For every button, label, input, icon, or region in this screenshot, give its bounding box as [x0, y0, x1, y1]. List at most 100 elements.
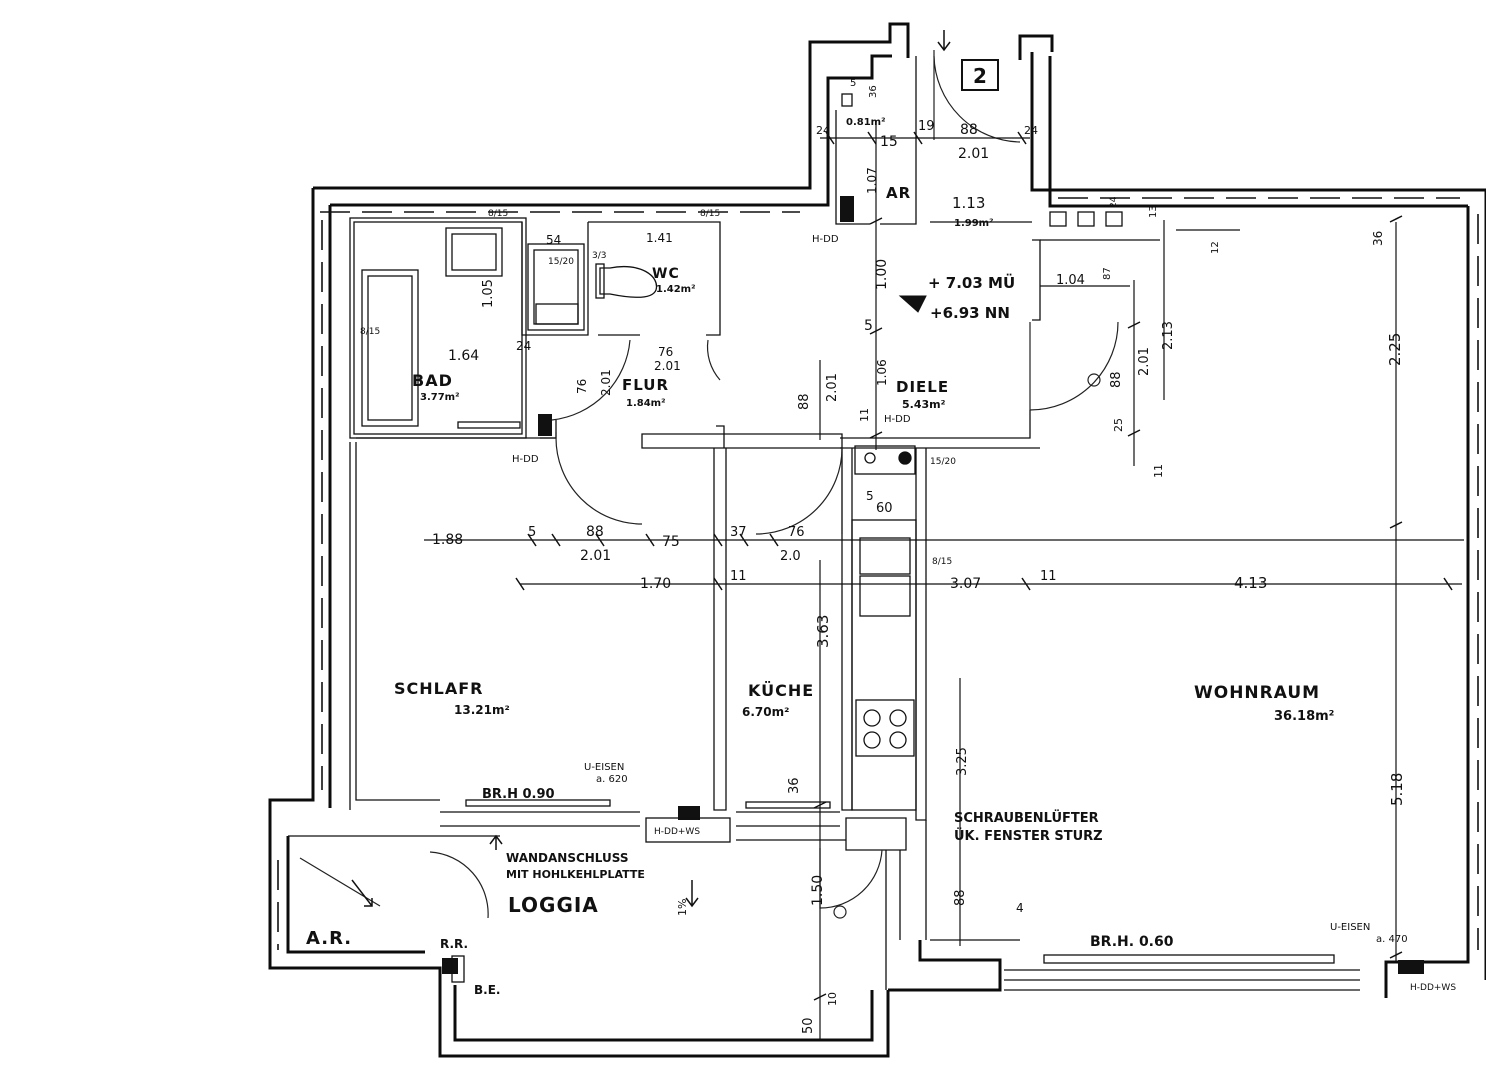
- dim-36-right: 36: [1371, 231, 1385, 246]
- dim-11-w: 11: [1040, 569, 1057, 584]
- dim-3-07: 3.07: [950, 576, 981, 592]
- note-be: B.E.: [474, 983, 500, 997]
- dim-2-01-flur: 2.01: [599, 369, 613, 396]
- note-section-815-2: 8/15: [700, 209, 720, 219]
- inner-walls: [288, 56, 1360, 991]
- dim-11-diele: 11: [858, 408, 871, 422]
- room-name-kueche: KÜCHE: [748, 681, 814, 700]
- note-hdd-ws-2: H-DD+WS: [1410, 983, 1456, 993]
- dim-1-64: 1.64: [448, 348, 479, 364]
- level-lower: +6.93 NN: [930, 304, 1010, 322]
- room-area-schlafr: 13.21m²: [454, 703, 510, 717]
- room-area-kueche: 6.70m²: [742, 705, 789, 719]
- note-hdd-ws-1: H-DD+WS: [654, 827, 700, 837]
- dim-4: 4: [1016, 901, 1024, 915]
- note-section-815-3: 8/15: [360, 327, 380, 337]
- dim-2-01-diele: 2.01: [825, 373, 840, 402]
- dim-1-41: 1.41: [646, 231, 673, 245]
- room-name-wohnraum: WOHNRAUM: [1194, 683, 1320, 703]
- dim-88-row: 88: [586, 524, 604, 540]
- dim-25: 25: [1112, 418, 1125, 432]
- dim-76a: 76: [575, 379, 589, 394]
- dimension-labels: 2.01 88 15 19 24 24 36 5 1.07 1.13 1.00 …: [432, 78, 1406, 1034]
- dim-36-kue: 36: [787, 777, 802, 794]
- note-br-h-wohn: BR.H. 0.60: [1090, 934, 1174, 950]
- dim-88-right: 88: [1109, 371, 1124, 388]
- dim-1-50: 1.50: [810, 875, 826, 906]
- dim-76b: 76: [658, 345, 673, 359]
- room-area-ar-top: 1.99m²: [954, 218, 993, 229]
- room-labels: 2 BAD 3.77m² FLUR 1.84m² WC 1.42m² DIELE…: [306, 59, 1334, 949]
- dim-24b: 24: [1024, 124, 1038, 137]
- fixtures: [361, 93, 1123, 983]
- outer-walls: [268, 22, 1486, 1058]
- dim-5-mid: 5: [864, 318, 873, 334]
- dim-75: 75: [662, 534, 680, 550]
- dim-15-top: 15: [880, 134, 898, 150]
- note-u-eisen-2-val: a. 470: [1376, 934, 1408, 945]
- dim-24a: 24: [816, 124, 830, 137]
- dim-76-row: 76: [788, 525, 805, 540]
- room-area-bad: 3.77m²: [420, 392, 459, 403]
- note-rr: R.R.: [440, 937, 468, 951]
- note-hdd-3: H-DD: [884, 414, 911, 425]
- note-section-1520-1: 15/20: [548, 257, 574, 267]
- dim-5-kitch: 5: [866, 489, 874, 503]
- note-hohlkehlplatte: MIT HOHLKEHLPLATTE: [506, 868, 645, 881]
- dim-1-88: 1.88: [432, 532, 463, 548]
- dim-4-13: 4.13: [1234, 574, 1267, 592]
- door-swings: [299, 50, 1119, 919]
- dim-2-13: 2.13: [1161, 321, 1176, 350]
- dim-60: 60: [876, 501, 893, 516]
- dim-87: 87: [1102, 267, 1113, 280]
- dim-37: 37: [730, 525, 747, 540]
- dim-1-05-bad: 1.05: [481, 279, 496, 308]
- dim-24-right: 24: [1109, 196, 1119, 208]
- dim-12: 12: [1210, 241, 1221, 254]
- dim-88-bottom: 88: [953, 889, 968, 906]
- dim-5-top: 5: [850, 78, 856, 89]
- dim-1-07: 1.07: [865, 167, 879, 194]
- dim-1-06: 1.06: [875, 359, 889, 386]
- note-u-eisen-1: U-EISEN: [584, 762, 624, 773]
- window-sills: [457, 421, 1335, 964]
- dim-88-diele: 88: [797, 393, 812, 410]
- room-name-diele: DIELE: [896, 378, 949, 396]
- dim-2-0: 2.0: [780, 549, 801, 564]
- room-name-flur: FLUR: [622, 376, 669, 394]
- dim-1-00: 1.00: [874, 259, 890, 290]
- note-br-h-schlafr: BR.H 0.90: [482, 787, 555, 802]
- room-area-flur: 1.84m²: [626, 398, 665, 409]
- dim-3-63: 3.63: [814, 615, 832, 648]
- dim-2-01-row: 2.01: [580, 548, 611, 564]
- dim-10: 10: [826, 992, 839, 1006]
- window-lines: [277, 197, 1479, 950]
- dim-2-01-right: 2.01: [1137, 347, 1152, 376]
- level-upper: + 7.03 MÜ: [928, 273, 1015, 292]
- note-wandanschluss: WANDANSCHLUSS: [506, 851, 629, 865]
- note-hdd-2: H-DD: [512, 454, 539, 465]
- dim-11-row: 11: [730, 569, 747, 584]
- dim-5-18: 5.18: [1388, 773, 1406, 806]
- note-section-1520-2: 15/20: [930, 457, 956, 467]
- arrow-marks: [351, 30, 951, 908]
- dim-5-row: 5: [528, 525, 536, 540]
- dimension-ticks: [515, 131, 1453, 1001]
- room-name-loggia: LOGGIA: [508, 893, 599, 917]
- hatched-blocks: [442, 196, 1424, 974]
- note-schraubenluefter: SCHRAUBENLÜFTER: [954, 810, 1099, 826]
- note-u-eisen-1-val: a. 620: [596, 774, 628, 785]
- room-area-ar-small: 0.81m²: [846, 117, 885, 128]
- dim-1-04: 1.04: [1056, 273, 1085, 288]
- room-name-bad: BAD: [412, 371, 453, 390]
- dim-54: 54: [546, 233, 561, 247]
- dim-1-70: 1.70: [640, 576, 671, 592]
- room-name-ar-loggia: A.R.: [306, 928, 352, 949]
- dim-50: 50: [801, 1017, 816, 1034]
- level-labels: + 7.03 MÜ +6.93 NN: [928, 273, 1015, 322]
- dim-88-top: 88: [960, 122, 978, 138]
- annotations: BR.H 0.90 BR.H. 0.60 U-EISEN a. 620 U-EI…: [360, 209, 1456, 997]
- note-section-815-1: 8/15: [488, 209, 508, 219]
- note-section-815-4: 8/15: [932, 557, 952, 567]
